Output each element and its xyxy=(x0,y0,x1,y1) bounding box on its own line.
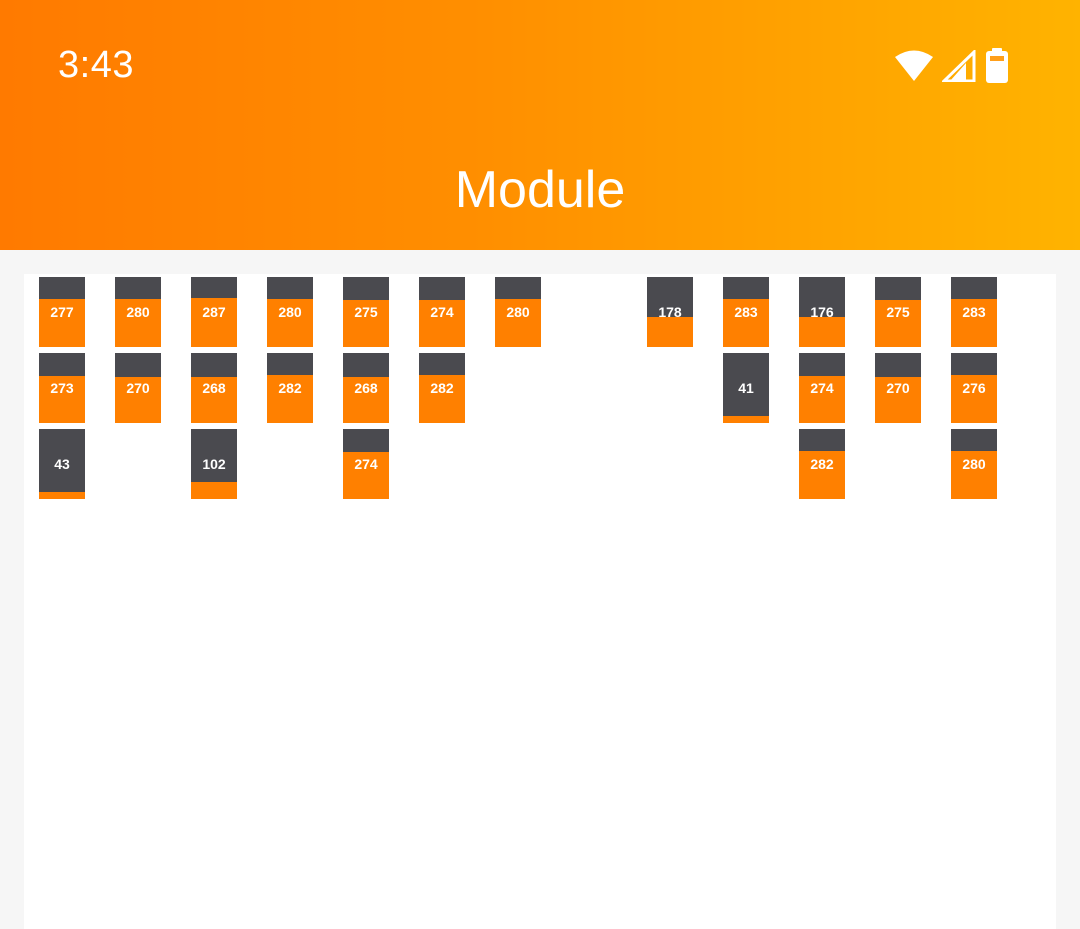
module-empty-portion xyxy=(875,353,921,377)
module-value: 282 xyxy=(430,380,454,396)
module-value: 176 xyxy=(810,304,834,320)
module-empty-portion xyxy=(115,353,161,377)
module-cell[interactable]: 274 xyxy=(343,429,389,499)
module-cell[interactable]: 277 xyxy=(39,277,85,347)
module-cell[interactable]: 276 xyxy=(951,353,997,423)
module-value: 282 xyxy=(278,380,302,396)
module-cell[interactable]: 282 xyxy=(267,353,313,423)
module-panel: 277 280 287 280 275 274 280 178 283 176 275 283 273 2… xyxy=(24,274,1056,929)
module-empty-portion xyxy=(419,353,465,375)
module-value: 277 xyxy=(50,304,74,320)
module-value: 43 xyxy=(54,456,70,472)
module-empty-portion xyxy=(39,429,85,492)
module-value: 276 xyxy=(962,380,986,396)
module-empty-portion xyxy=(875,277,921,300)
module-value: 273 xyxy=(50,380,74,396)
module-cell[interactable]: 283 xyxy=(723,277,769,347)
module-value: 274 xyxy=(354,456,378,472)
module-empty-portion xyxy=(951,429,997,451)
module-cell[interactable]: 274 xyxy=(419,277,465,347)
module-cell[interactable]: 274 xyxy=(799,353,845,423)
module-empty-portion xyxy=(951,277,997,299)
module-empty-portion xyxy=(343,353,389,377)
battery-icon xyxy=(984,48,1010,84)
module-cell[interactable]: 268 xyxy=(343,353,389,423)
module-cell[interactable]: 282 xyxy=(419,353,465,423)
module-cell[interactable]: 270 xyxy=(115,353,161,423)
wifi-icon xyxy=(894,50,934,82)
module-empty-portion xyxy=(495,277,541,299)
module-empty-portion xyxy=(191,277,237,298)
status-icons xyxy=(894,48,1010,84)
module-empty-portion xyxy=(799,277,845,317)
module-cell[interactable]: 287 xyxy=(191,277,237,347)
module-cell[interactable]: 280 xyxy=(495,277,541,347)
module-value: 178 xyxy=(658,304,682,320)
module-value: 275 xyxy=(354,304,378,320)
status-time: 3:43 xyxy=(58,44,134,86)
module-empty-portion xyxy=(647,277,693,317)
signal-icon xyxy=(942,50,976,82)
module-value: 280 xyxy=(126,304,150,320)
module-cell[interactable]: 270 xyxy=(875,353,921,423)
module-empty-portion xyxy=(115,277,161,299)
module-value: 274 xyxy=(430,304,454,320)
module-cell[interactable]: 280 xyxy=(115,277,161,347)
module-value: 282 xyxy=(810,456,834,472)
module-value: 280 xyxy=(506,304,530,320)
module-cell[interactable]: 275 xyxy=(875,277,921,347)
module-empty-portion xyxy=(39,277,85,299)
module-value: 102 xyxy=(202,456,226,472)
module-empty-portion xyxy=(39,353,85,376)
module-empty-portion xyxy=(267,353,313,375)
module-value: 41 xyxy=(738,380,754,396)
module-empty-portion xyxy=(343,429,389,452)
module-value: 270 xyxy=(126,380,150,396)
module-cell[interactable]: 178 xyxy=(647,277,693,347)
module-cell[interactable]: 102 xyxy=(191,429,237,499)
module-cell[interactable]: 282 xyxy=(799,429,845,499)
module-empty-portion xyxy=(267,277,313,299)
module-value: 270 xyxy=(886,380,910,396)
module-empty-portion xyxy=(951,353,997,375)
module-cell[interactable]: 41 xyxy=(723,353,769,423)
module-cell[interactable]: 176 xyxy=(799,277,845,347)
module-empty-portion xyxy=(191,353,237,377)
module-value: 283 xyxy=(734,304,758,320)
page-title: Module xyxy=(454,161,626,219)
module-value: 287 xyxy=(202,304,226,320)
module-empty-portion xyxy=(799,353,845,376)
module-empty-portion xyxy=(723,277,769,299)
module-value: 280 xyxy=(278,304,302,320)
module-cell[interactable]: 275 xyxy=(343,277,389,347)
module-value: 283 xyxy=(962,304,986,320)
module-value: 280 xyxy=(962,456,986,472)
module-cell[interactable]: 273 xyxy=(39,353,85,423)
module-cell[interactable]: 280 xyxy=(951,429,997,499)
module-empty-portion xyxy=(419,277,465,300)
module-empty-portion xyxy=(191,429,237,482)
module-value: 268 xyxy=(202,380,226,396)
module-cell[interactable]: 280 xyxy=(267,277,313,347)
module-empty-portion xyxy=(343,277,389,300)
app-header: 3:43 Module xyxy=(0,0,1080,250)
module-value: 275 xyxy=(886,304,910,320)
module-cell[interactable]: 283 xyxy=(951,277,997,347)
module-value: 268 xyxy=(354,380,378,396)
module-empty-portion xyxy=(723,353,769,416)
module-cell[interactable]: 43 xyxy=(39,429,85,499)
module-cell[interactable]: 268 xyxy=(191,353,237,423)
module-empty-portion xyxy=(799,429,845,451)
module-value: 274 xyxy=(810,380,834,396)
